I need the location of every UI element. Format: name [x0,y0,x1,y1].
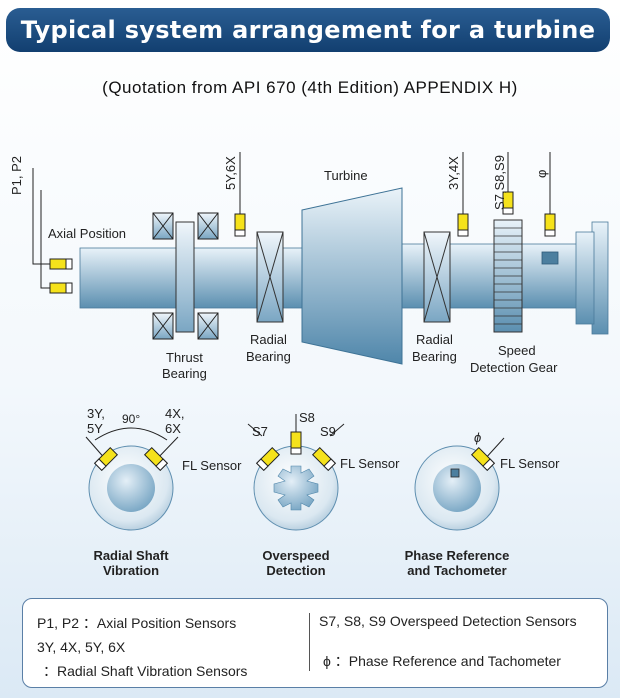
svg-text:Radial Shaft: Radial Shaft [93,548,169,563]
radial-vibration-detail: 3Y, 5Y 90° 4X, 6X FL Sensor Radial Shaft… [85,406,242,578]
legend-overspeed: S7, S8, S9 Overspeed Detection Sensors [319,613,577,629]
svg-text:Detection: Detection [266,563,325,578]
thrust-bearing-box-3 [152,312,174,340]
legend-divider [309,613,310,671]
legend-axial: P1, P2 ：Axial Position Sensors [37,615,237,631]
svg-text:ϕ: ϕ [474,430,481,445]
svg-text:S7: S7 [252,424,268,439]
radial-bearing-left [256,231,284,323]
title-banner: Typical system arrangement for a turbine [6,8,610,52]
svg-text:Phase Reference: Phase Reference [405,548,510,563]
tag-3y4x: 3Y,4X [446,156,461,190]
legend-phase: ϕ ：Phase Reference and Tachometer [323,653,561,669]
thrust-bearing-box-2 [197,212,219,240]
label-speed-1: Speed [498,343,536,358]
legend-radial-desc: ：Radial Shaft Vibration Sensors [43,663,248,679]
phase-reference-detail: ϕ FL Sensor Phase Reference and Tachomet… [405,430,561,578]
tag-p1p2: P1, P2 [9,156,24,195]
svg-text:and Tachometer: and Tachometer [407,563,506,578]
phase-keyway [541,251,559,265]
radial-bearing-right [423,231,451,323]
legend-radial-tags: 3Y, 4X, 5Y, 6X [37,639,126,655]
svg-text:90°: 90° [122,412,140,426]
thrust-collar [175,221,195,333]
label-thrust-2: Bearing [162,366,207,381]
tag-phi: φ [534,170,549,178]
svg-text:4X,: 4X, [165,406,185,421]
svg-text:FL Sensor: FL Sensor [340,456,400,471]
shaft-end [591,221,609,335]
svg-text:FL Sensor: FL Sensor [182,458,242,473]
thrust-bearing-box-4 [197,312,219,340]
tag-5y6x: 5Y,6X [223,156,238,190]
label-speed-2: Detection Gear [470,360,558,375]
svg-text:S9: S9 [320,424,336,439]
svg-text:S8: S8 [299,410,315,425]
speed-detection-gear [493,219,523,333]
turbine-train [79,187,609,365]
overspeed-detail: S8 S7 S9 FL Sensor Overspeed Detection [247,410,400,578]
thrust-bearing-box-1 [152,212,174,240]
svg-text:Vibration: Vibration [103,563,159,578]
shaft-end-step [575,231,595,325]
svg-text:3Y,: 3Y, [87,406,105,421]
tag-s789: S7,S8,S9 [492,155,507,210]
legend-box: P1, P2 ：Axial Position Sensors 3Y, 4X, 5… [22,598,608,688]
subtitle: (Quotation from API 670 (4th Edition) AP… [102,78,518,97]
train-sensors [32,152,556,294]
label-thrust-1: Thrust [166,350,203,365]
turbine-body [301,187,403,365]
svg-text:5Y: 5Y [87,421,103,436]
label-radial-l-2: Bearing [246,349,291,364]
svg-text:6X: 6X [165,421,181,436]
svg-text:FL Sensor: FL Sensor [500,456,560,471]
label-axial-position: Axial Position [48,226,126,241]
label-radial-r-1: Radial [416,332,453,347]
svg-text:Overspeed: Overspeed [262,548,329,563]
label-turbine: Turbine [324,168,368,183]
label-radial-r-2: Bearing [412,349,457,364]
label-radial-l-1: Radial [250,332,287,347]
page-title: Typical system arrangement for a turbine [20,16,596,44]
